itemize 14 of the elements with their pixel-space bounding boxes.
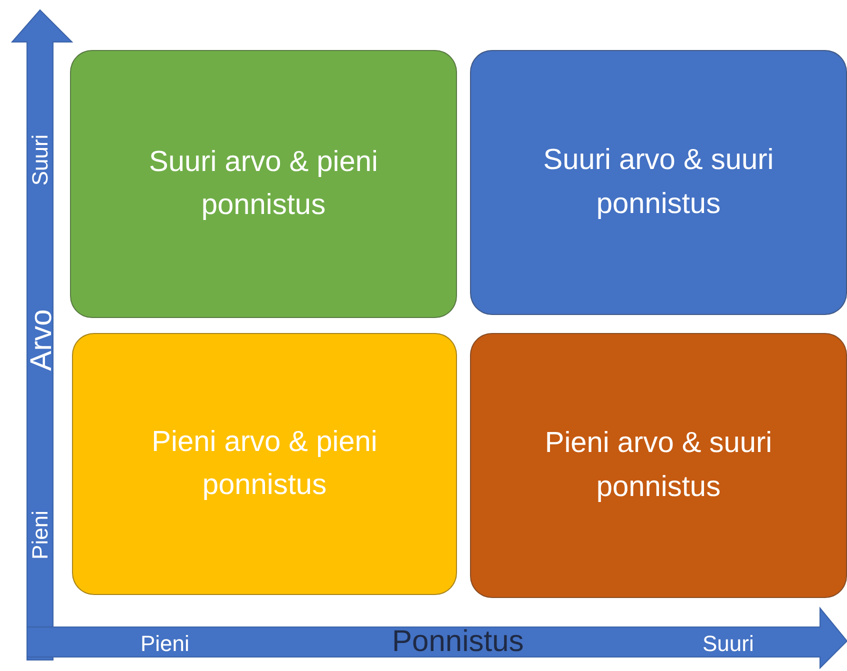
axis-label: Suuri [29, 134, 52, 186]
axis-label: Ponnistus [392, 627, 524, 657]
quadrant-label: Pieni arvo & pieni ponnistus [150, 424, 378, 503]
axis-label: Pieni [28, 510, 51, 560]
quadrant-box [470, 50, 847, 315]
axis-label: Arvo [26, 309, 57, 371]
quadrant-box [72, 333, 457, 595]
quadrant-box [70, 50, 457, 318]
axis-label: Suuri [702, 633, 754, 655]
axis-label: Pieni [140, 633, 190, 655]
quadrant-box [470, 333, 847, 598]
quadrant-label: Pieni arvo & suuri ponnistus [544, 426, 774, 504]
quadrant-label: Suuri arvo & pieni ponnistus [148, 144, 379, 223]
quadrant-label: Suuri arvo & suuri ponnistus [542, 143, 775, 222]
